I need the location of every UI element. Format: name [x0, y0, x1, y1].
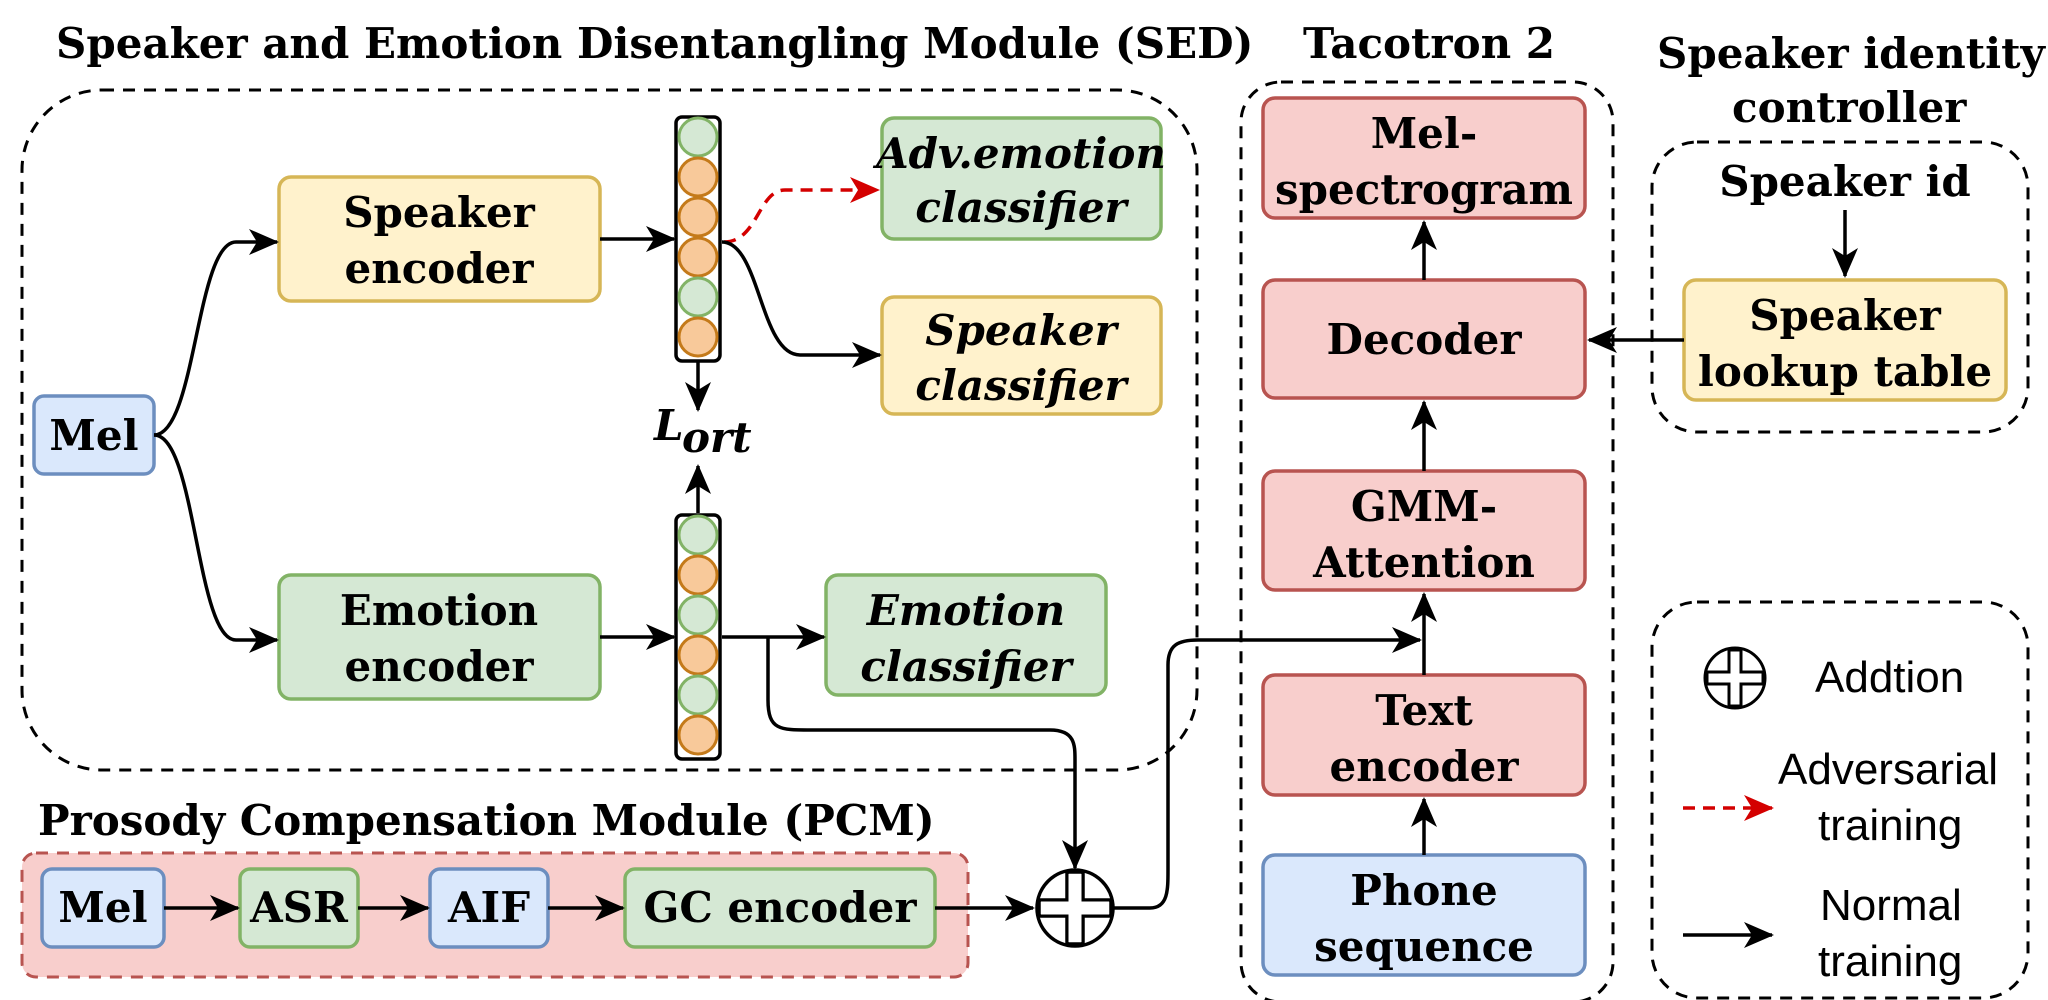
- speaker-embedding-column: [674, 115, 722, 363]
- loss-main: L: [653, 401, 684, 450]
- arrow-emotion-to-addition: [766, 637, 1088, 870]
- mel-spectrogram-box: Mel- spectrogram: [1261, 96, 1587, 220]
- speaker-classifier-label-1: Speaker: [925, 306, 1119, 355]
- emotion-encoder-label-2: encoder: [344, 642, 534, 691]
- arrow-mel-to-emotion-encoder: [153, 433, 279, 653]
- emotion-encoder-box: Emotion encoder: [277, 573, 602, 701]
- emotion-classifier-box: Emotion classifier: [824, 573, 1108, 697]
- gc-encoder-label: GC encoder: [644, 883, 918, 932]
- pcm-mel-box: Mel: [40, 867, 166, 949]
- legend-addition-symbol: [1703, 646, 1767, 710]
- pcm-mel-label: Mel: [58, 883, 147, 932]
- gmm-label-2: Attention: [1312, 538, 1535, 587]
- decoder-box: Decoder: [1261, 278, 1587, 400]
- sed-mel-box: Mel: [32, 394, 156, 476]
- legend-addition-label: Addtion: [1815, 653, 1964, 702]
- legend-normal-label-2: training: [1818, 937, 1962, 986]
- arrow-embedding-to-speaker-classifier: [721, 240, 882, 368]
- phone-label-1: Phone: [1350, 866, 1497, 915]
- asr-label: ASR: [249, 883, 349, 932]
- legend-region: [1650, 600, 2030, 1000]
- speaker-encoder-label-1: Speaker: [343, 188, 535, 237]
- addition-node: [1035, 868, 1115, 948]
- text-encoder-label-2: encoder: [1329, 742, 1519, 791]
- loss-sub: ort: [682, 413, 752, 462]
- mel-spec-label-2: spectrogram: [1275, 165, 1573, 214]
- emotion-classifier-label-2: classifier: [860, 642, 1074, 691]
- legend-adversarial-label-1: Adversarial: [1778, 745, 1998, 794]
- orthogonal-loss-label: L ort: [653, 401, 752, 462]
- adv-emotion-classifier-box: Adv.emotion classifier: [872, 116, 1166, 241]
- lookup-label-2: lookup table: [1698, 347, 1992, 396]
- phone-sequence-box: Phone sequence: [1261, 853, 1587, 977]
- speaker-classifier-label-2: classifier: [915, 361, 1129, 410]
- mel-spec-label-1: Mel-: [1371, 109, 1478, 158]
- decoder-label: Decoder: [1327, 315, 1523, 364]
- phone-label-2: sequence: [1314, 922, 1534, 971]
- adv-emotion-label-2: classifier: [915, 183, 1129, 232]
- speaker-encoder-box: Speaker encoder: [277, 175, 602, 303]
- sed-region: [20, 88, 1199, 772]
- arrow-mel-to-speaker-encoder: [153, 229, 279, 437]
- gmm-attention-box: GMM- Attention: [1261, 469, 1587, 592]
- arrow-adversarial-to-adv-classifier: [723, 177, 880, 244]
- text-encoder-box: Text encoder: [1261, 673, 1587, 797]
- gmm-label-1: GMM-: [1351, 482, 1497, 531]
- aif-label: AIF: [447, 883, 530, 932]
- emotion-classifier-label-1: Emotion: [866, 586, 1065, 635]
- asr-box: ASR: [238, 867, 360, 949]
- adv-emotion-label-1: Adv.emotion: [872, 129, 1166, 178]
- pcm-title: Prosody Compensation Module (PCM): [38, 796, 935, 845]
- speaker-ctrl-title-2: controller: [1732, 83, 1967, 132]
- aif-box: AIF: [428, 867, 550, 949]
- emotion-encoder-label-1: Emotion: [340, 586, 538, 635]
- legend-normal-label-1: Normal: [1820, 881, 1962, 930]
- lookup-label-1: Speaker: [1749, 291, 1941, 340]
- sed-mel-label: Mel: [49, 411, 138, 460]
- speaker-ctrl-title-1: Speaker identity: [1657, 29, 2047, 78]
- arrow-addition-to-gmm-attention: [1113, 627, 1422, 910]
- emotion-embedding-column: [674, 513, 722, 761]
- gc-encoder-box: GC encoder: [623, 867, 937, 949]
- speaker-lookup-table-box: Speaker lookup table: [1682, 278, 2008, 402]
- speaker-id-label: Speaker id: [1719, 157, 1971, 206]
- speaker-encoder-label-2: encoder: [344, 244, 534, 293]
- tacotron-title: Tacotron 2: [1303, 19, 1555, 68]
- sed-title: Speaker and Emotion Disentangling Module…: [56, 19, 1253, 68]
- speaker-classifier-box: Speaker classifier: [880, 295, 1163, 416]
- legend-adversarial-label-2: training: [1818, 801, 1962, 850]
- text-encoder-label-1: Text: [1375, 686, 1473, 735]
